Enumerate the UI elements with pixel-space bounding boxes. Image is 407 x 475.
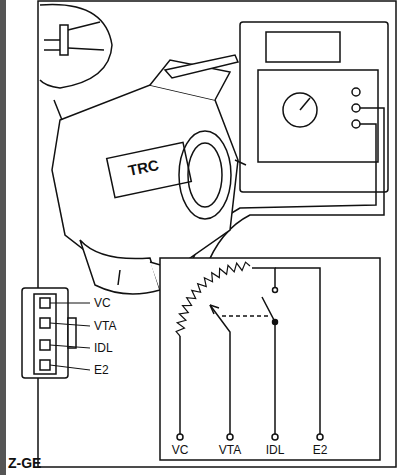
- connector-cavity: [34, 294, 56, 374]
- inset-sensor: [60, 25, 68, 55]
- sensor-connector-face: [22, 288, 68, 378]
- terminal-name: E2: [313, 444, 328, 456]
- schematic-frame: [160, 258, 380, 460]
- terminal: [177, 434, 183, 440]
- scan-edge: [0, 0, 6, 475]
- engine-code: Z-GE: [8, 456, 41, 470]
- terminal-name: VTA: [219, 444, 241, 456]
- throttle-bore: [179, 131, 231, 219]
- vc-wire: [179, 336, 181, 434]
- throttle-linkage: [165, 55, 238, 78]
- switch-pivot: [273, 320, 278, 325]
- terminal: [317, 434, 323, 440]
- pin-leader: [50, 303, 90, 370]
- throttle-body: [52, 85, 238, 270]
- pin-name: VTA: [94, 320, 116, 332]
- terminal: [272, 434, 278, 440]
- meter-dial: [283, 93, 317, 127]
- connector-pin: [40, 360, 50, 370]
- idl-contact-wire: [252, 268, 275, 288]
- e2-wire: [275, 268, 320, 434]
- meter-terminal: [352, 88, 360, 96]
- trc-plate: [107, 142, 192, 197]
- pin-name: VC: [94, 297, 111, 309]
- inset-detail: [40, 5, 112, 89]
- connector-latch: [68, 318, 76, 348]
- dial-pointer: [300, 98, 310, 110]
- terminal-name: IDL: [266, 444, 285, 456]
- inset-lines: [44, 22, 104, 50]
- wiper-arrow: [210, 305, 219, 314]
- part-label: TRC: [127, 157, 160, 178]
- connector-pin: [40, 318, 50, 328]
- pin-name: E2: [94, 364, 109, 376]
- ohmmeter-body: [240, 22, 388, 192]
- throttle-sensor: [80, 240, 160, 294]
- meter-panel: [258, 70, 378, 162]
- connector-pin: [40, 340, 50, 350]
- meter-display: [266, 32, 340, 62]
- meter-terminal: [352, 104, 360, 112]
- terminal-name: VC: [172, 444, 189, 456]
- meter-terminal: [352, 120, 360, 128]
- pin-name: IDL: [94, 342, 113, 354]
- switch-contact: [273, 288, 278, 293]
- terminal: [227, 434, 233, 440]
- vta-wiper: [210, 305, 230, 434]
- mechanical-link: [222, 315, 268, 317]
- figure-frame: [38, 1, 396, 467]
- throttle-bore-inner: [188, 143, 222, 207]
- idl-switch: [262, 297, 275, 434]
- connector-pin: [40, 298, 50, 308]
- resistor-symbol: [176, 262, 250, 336]
